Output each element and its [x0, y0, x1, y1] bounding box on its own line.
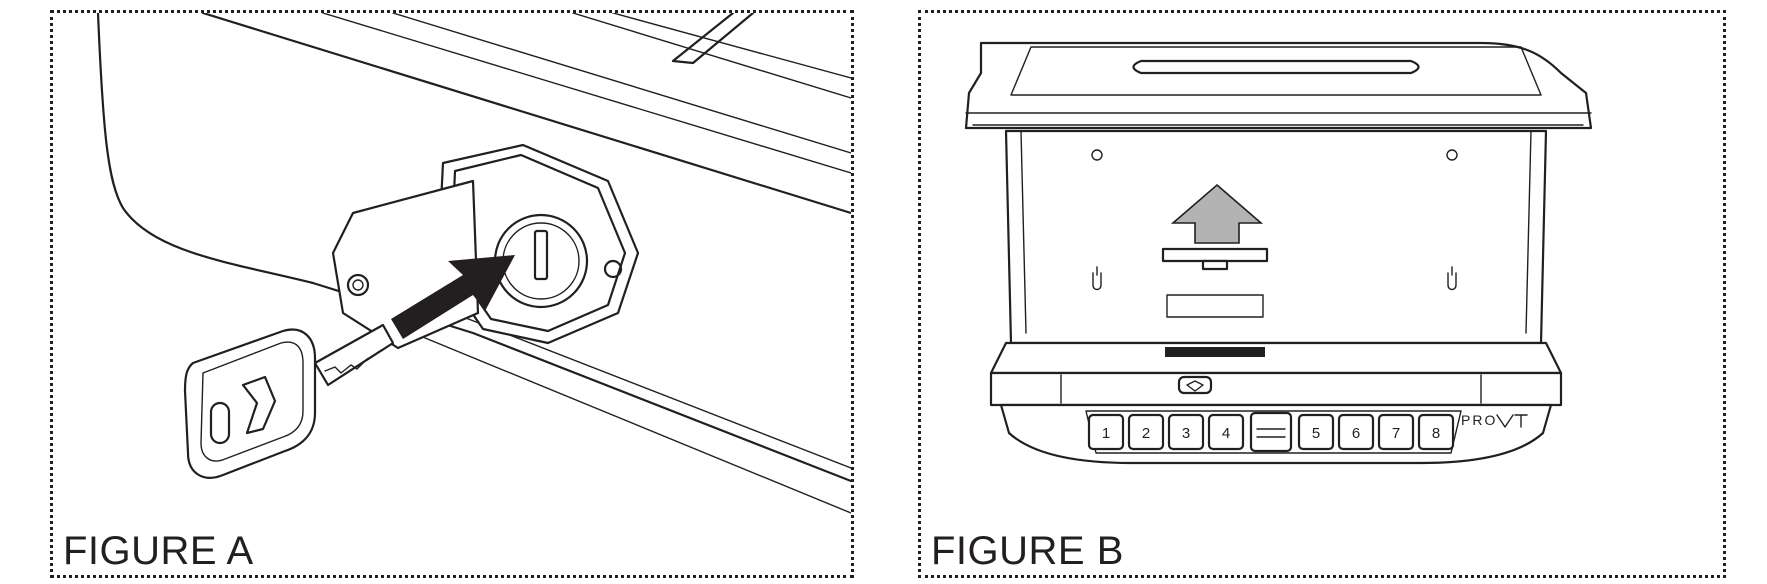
keypad-key-face: [1127, 413, 1165, 451]
safe-bottom-line: [412, 332, 851, 514]
base-top-ledge: [989, 341, 1563, 375]
keypad-key-4[interactable]: 4: [1207, 413, 1245, 451]
keypad-left-keys: 1 2 3 4: [1087, 413, 1245, 451]
keypad-key-label: 3: [1182, 425, 1190, 442]
battery-compartment-slot: [1165, 347, 1265, 357]
keypad-key-6[interactable]: 6: [1337, 413, 1375, 451]
keypad-center-key[interactable]: [1249, 411, 1293, 453]
keypad-key-2[interactable]: 2: [1127, 413, 1165, 451]
safe-top-line-4: [612, 13, 851, 79]
keypad-key-1[interactable]: 1: [1087, 413, 1125, 451]
keypad-key-face: [1417, 413, 1455, 451]
keypad-key-face: [1297, 413, 1335, 451]
key-blade: [313, 323, 395, 387]
lid-top-face: [1010, 46, 1542, 96]
mount-hole-top-left: [1091, 149, 1103, 161]
figure-b-illustration: 1 2 3 4 5 6 7 8 PRO: [964, 41, 1593, 465]
safe-lid: [964, 41, 1593, 130]
lid-handle-slot: [1132, 59, 1420, 75]
safe-top-line: [322, 13, 851, 174]
keypad-key-face: [1337, 413, 1375, 451]
battery-cover: [1161, 247, 1269, 263]
brand-logo-mark: [1496, 414, 1528, 428]
keypad-key-face: [1377, 413, 1415, 451]
safe-handle: [671, 13, 755, 65]
figure-b-panel: 1 2 3 4 5 6 7 8 PRO FIGURE B: [918, 10, 1726, 578]
safe-body-outline: [96, 13, 851, 483]
battery-cover-tab: [1201, 259, 1229, 271]
keypad-key-7[interactable]: 7: [1377, 413, 1415, 451]
keypad-key-face: [1167, 413, 1205, 451]
safe-top-line-3: [572, 13, 851, 99]
flap-rivet-center: [352, 279, 364, 291]
flap-rivet: [346, 273, 370, 297]
safe-bottom-line-2: [452, 312, 851, 469]
brand-text: PRO: [1461, 412, 1497, 428]
figure-a-illustration: [96, 13, 851, 514]
figure-a-panel: FIGURE A: [50, 10, 854, 578]
key-teeth: [324, 354, 376, 374]
keypad-key-label: 2: [1142, 425, 1150, 442]
keypad-key-3[interactable]: 3: [1167, 413, 1205, 451]
base-front-ribs: [1060, 374, 1482, 404]
key-ring-hole: [209, 401, 231, 445]
keypad-key-label: 5: [1312, 425, 1320, 442]
override-logo: [1186, 380, 1204, 392]
keypad-key-label: 4: [1222, 425, 1230, 442]
keypad-key-8[interactable]: 8: [1417, 413, 1455, 451]
key-logo: [241, 375, 277, 435]
safe-top-edge: [201, 13, 851, 215]
keyhole: [533, 229, 549, 281]
safe-top-line-2: [392, 13, 851, 154]
interior-side-lines: [1020, 130, 1532, 334]
keypad-right-keys: 5 6 7 8: [1297, 413, 1455, 451]
mount-hole-top-right: [1446, 149, 1458, 161]
key-head: [183, 328, 317, 479]
keypad-key-label: 8: [1432, 425, 1440, 442]
keypad-key-label: 1: [1102, 425, 1110, 442]
base-front: [989, 371, 1563, 407]
keypad-key-label: 7: [1392, 425, 1400, 442]
keypad-key-face: [1207, 413, 1245, 451]
key-head-inner: [200, 341, 304, 462]
mount-slot-left: [1092, 266, 1102, 291]
slide-up-arrow: [1170, 183, 1264, 244]
override-lock-cover: [1177, 375, 1213, 395]
label-plate: [1166, 294, 1264, 318]
safe-interior-wall: [1004, 129, 1548, 345]
keypad-key-label: 6: [1352, 425, 1360, 442]
mount-slot-right: [1447, 266, 1457, 291]
insert-key-arrow: [391, 255, 515, 339]
keypad-key-5[interactable]: 5: [1297, 413, 1335, 451]
figure-b-caption: FIGURE B: [931, 529, 1124, 573]
screw-hole: [603, 259, 623, 279]
figure-a-caption: FIGURE A: [63, 529, 254, 573]
keypad-key-face: [1087, 413, 1125, 451]
center-key-led-lines: [1256, 428, 1286, 438]
